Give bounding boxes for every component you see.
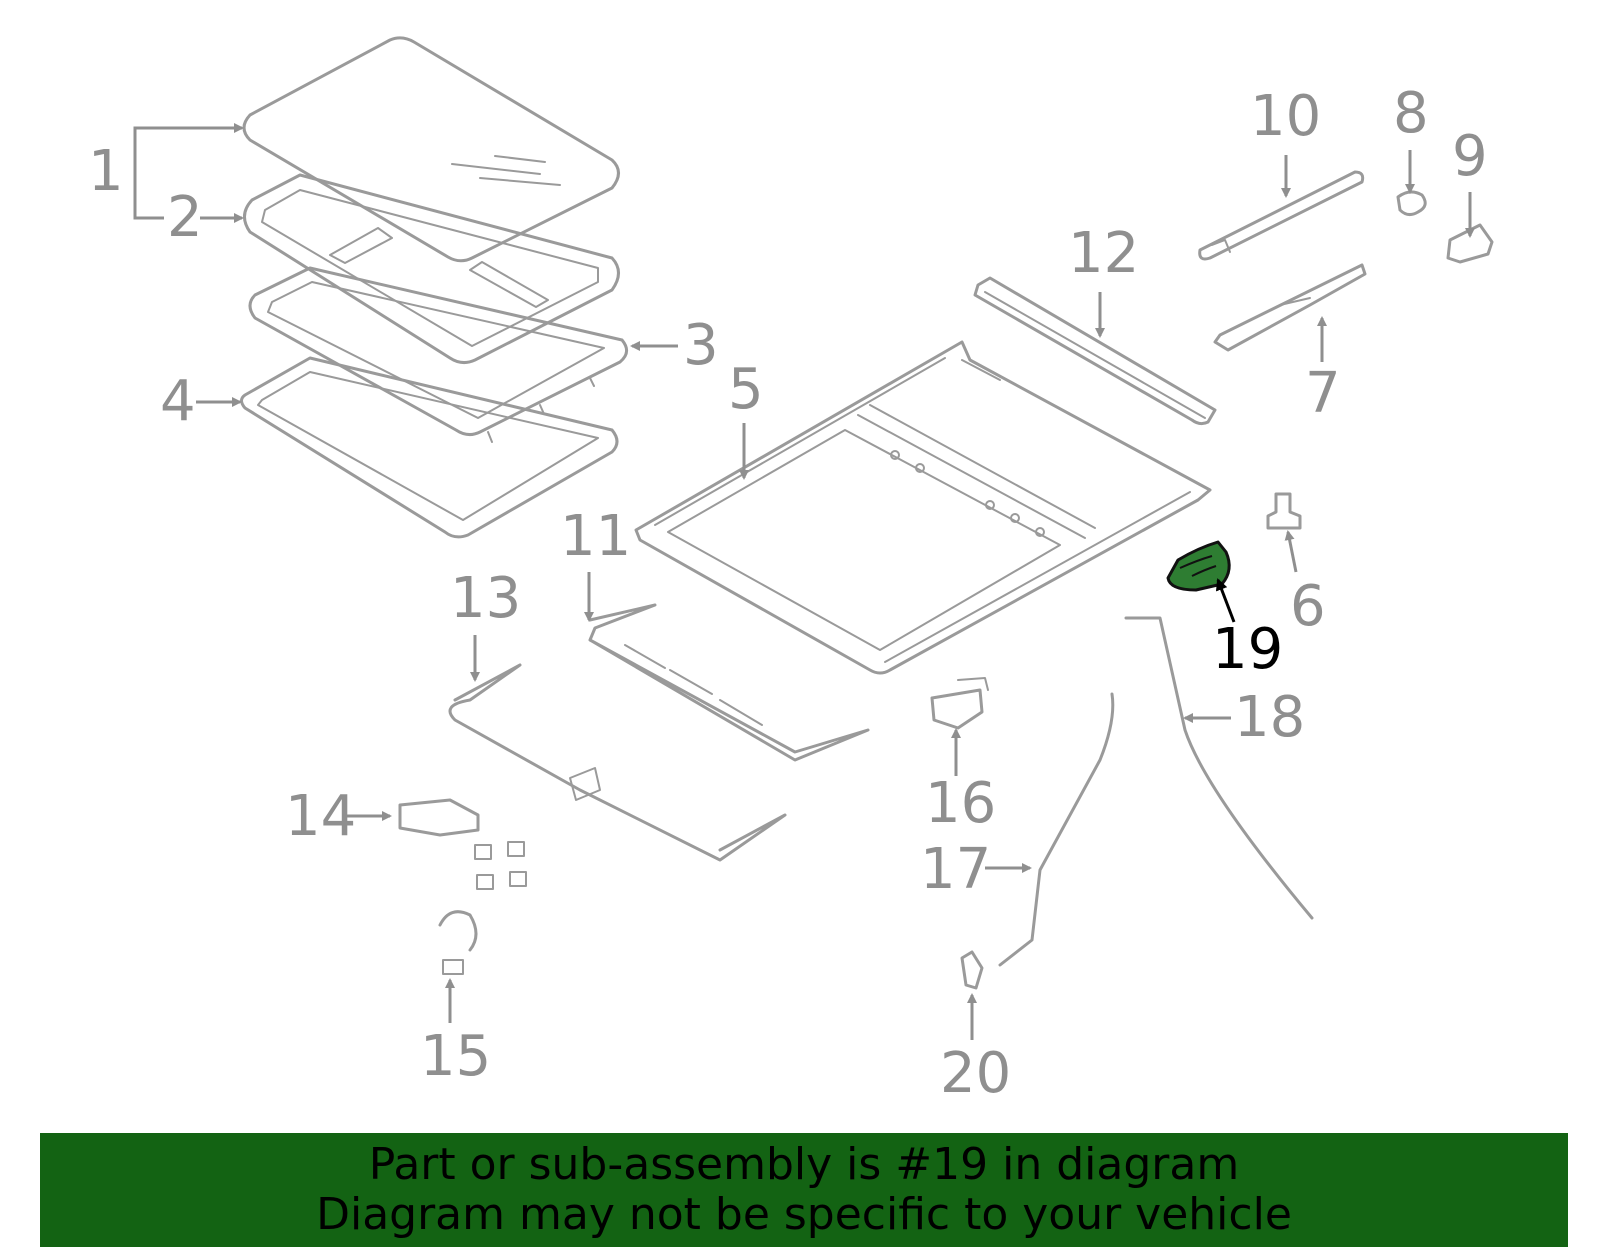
callout-11: 11 xyxy=(560,504,631,569)
banner-line-disclaimer: Diagram may not be specific to your vehi… xyxy=(316,1189,1292,1240)
callout-6: 6 xyxy=(1290,574,1326,639)
callout-9: 9 xyxy=(1452,124,1488,189)
callout-16: 16 xyxy=(925,771,996,836)
callout-8: 8 xyxy=(1393,81,1429,146)
part-15-harness xyxy=(438,910,478,975)
banner-line-part-number: Part or sub-assembly is #19 in diagram xyxy=(368,1139,1240,1190)
part-13-drive-cable xyxy=(448,663,787,862)
part-11-drain-trough xyxy=(588,603,870,762)
callout-7: 7 xyxy=(1305,361,1341,426)
part-18-drain-hose xyxy=(1124,616,1314,920)
callout-1: 1 xyxy=(88,139,124,204)
callout-18: 18 xyxy=(1234,685,1305,750)
callout-5: 5 xyxy=(728,357,764,422)
part-6-clip xyxy=(1266,492,1302,530)
part-9-bracket xyxy=(1446,223,1494,264)
part-1-glass-panel xyxy=(242,36,620,263)
part-17-drain-hose xyxy=(998,692,1115,967)
part-8-retainer xyxy=(1396,190,1427,217)
callout-4: 4 xyxy=(160,369,196,434)
notice-banner: Part or sub-assembly is #19 in diagram D… xyxy=(40,1133,1568,1247)
callout-10: 10 xyxy=(1250,84,1321,149)
part-10-arm xyxy=(1198,170,1365,261)
callout-20: 20 xyxy=(940,1041,1011,1106)
callout-2: 2 xyxy=(167,185,203,250)
callout-17: 17 xyxy=(920,837,991,902)
part-20-clip xyxy=(960,950,984,990)
callout-14: 14 xyxy=(285,784,356,849)
callout-13: 13 xyxy=(450,566,521,631)
leader-lines xyxy=(133,123,1475,1040)
part-12-deflector-strip xyxy=(973,276,1217,426)
part-19-bracket-highlighted xyxy=(1166,540,1231,592)
callout-3: 3 xyxy=(683,313,719,378)
part-5-main-frame xyxy=(634,340,1212,675)
part-7-guide-rail xyxy=(1213,263,1367,352)
part-14-motor xyxy=(398,798,527,890)
part-2-panel-frame xyxy=(243,173,620,365)
callout-19-highlighted: 19 xyxy=(1212,617,1283,682)
callout-12: 12 xyxy=(1068,221,1139,286)
part-3-seal-frame xyxy=(248,266,628,443)
part-16-relay xyxy=(930,677,989,730)
callout-15: 15 xyxy=(420,1024,491,1089)
